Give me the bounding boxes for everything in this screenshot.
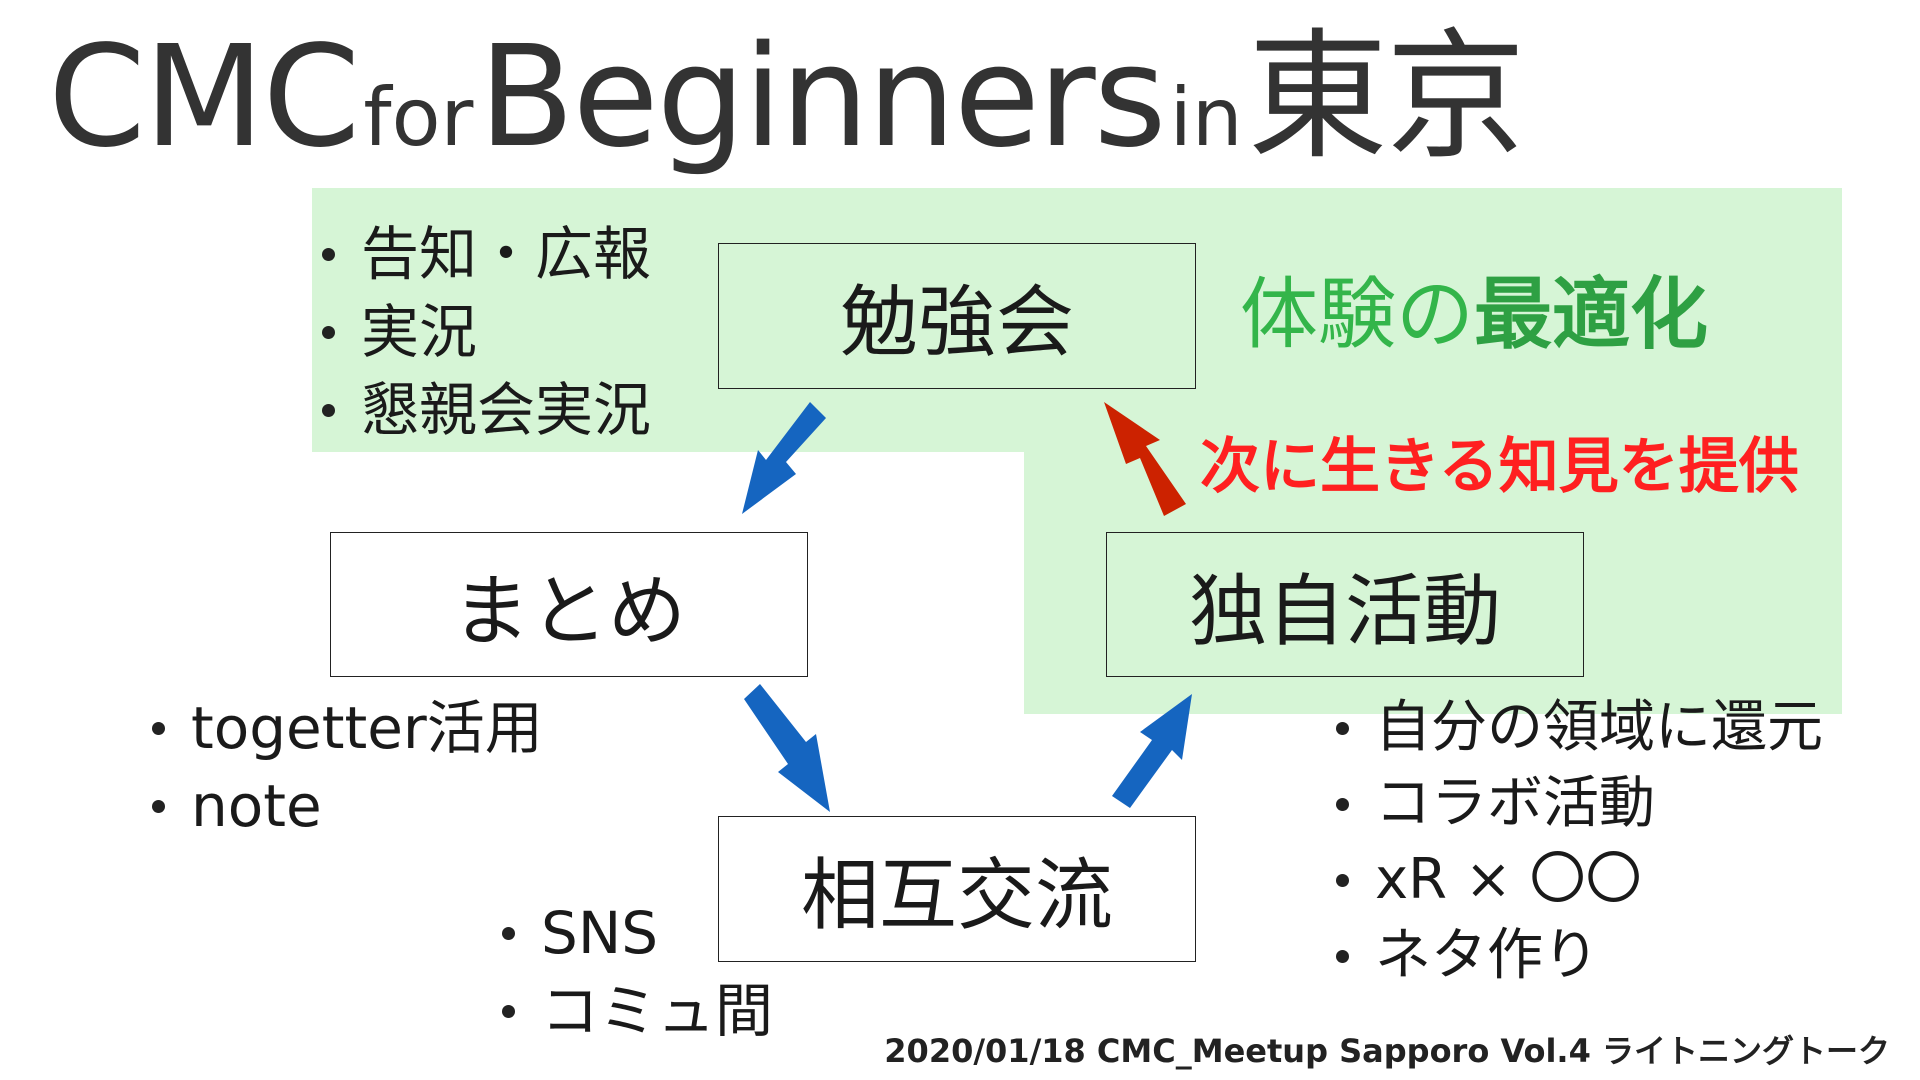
- page-title: CMC for Beginners in 東京: [48, 28, 1526, 168]
- list-item: 実況: [322, 293, 651, 371]
- list-item: togetter活用: [152, 689, 543, 767]
- list-item: ネタ作り: [1336, 918, 1823, 994]
- list-item: SNS: [502, 894, 773, 972]
- node-summary: まとめ: [330, 532, 808, 677]
- node-exchange: 相互交流: [718, 816, 1196, 962]
- study-bullet-list: 告知・広報 実況 懇親会実況: [322, 215, 651, 449]
- node-own-activity-label: 独自活動: [1188, 566, 1501, 657]
- exchange-bullet-list: SNS コミュ間: [502, 894, 773, 1050]
- list-item: 告知・広報: [322, 215, 651, 293]
- title-for: for: [363, 71, 474, 164]
- title-tokyo: 東京: [1247, 16, 1526, 179]
- title-in: in: [1169, 71, 1243, 164]
- list-item: xR × 〇〇: [1336, 842, 1823, 918]
- title-beginners: Beginners: [478, 16, 1167, 179]
- arrow-own-to-study: [1104, 402, 1186, 516]
- node-study-label: 勉強会: [839, 278, 1074, 368]
- optimization-label: 体験の最適化: [1240, 270, 1709, 360]
- node-summary-label: まとめ: [451, 566, 686, 657]
- own-activity-bullet-list: 自分の領域に還元 コラボ活動 xR × 〇〇 ネタ作り: [1336, 690, 1823, 994]
- list-item: 懇親会実況: [322, 371, 651, 449]
- arrow-summary-to-exchange: [744, 684, 830, 812]
- arrow-exchange-to-own: [1112, 694, 1192, 808]
- node-own-activity: 独自活動: [1106, 532, 1584, 677]
- list-item: コミュ間: [502, 972, 773, 1050]
- list-item: note: [152, 767, 543, 845]
- provide-insight-label: 次に生きる知見を提供: [1200, 432, 1799, 502]
- node-exchange-label: 相互交流: [800, 851, 1113, 941]
- title-cmc: CMC: [48, 16, 360, 179]
- node-study: 勉強会: [718, 243, 1196, 389]
- list-item: コラボ活動: [1336, 766, 1823, 842]
- footer-event-info: 2020/01/18 CMC_Meetup Sapporo Vol.4 ライトニ…: [884, 1032, 1890, 1070]
- arrow-study-to-summary: [742, 402, 826, 514]
- summary-bullet-list: togetter活用 note: [152, 689, 543, 845]
- list-item: 自分の領域に還元: [1336, 690, 1823, 766]
